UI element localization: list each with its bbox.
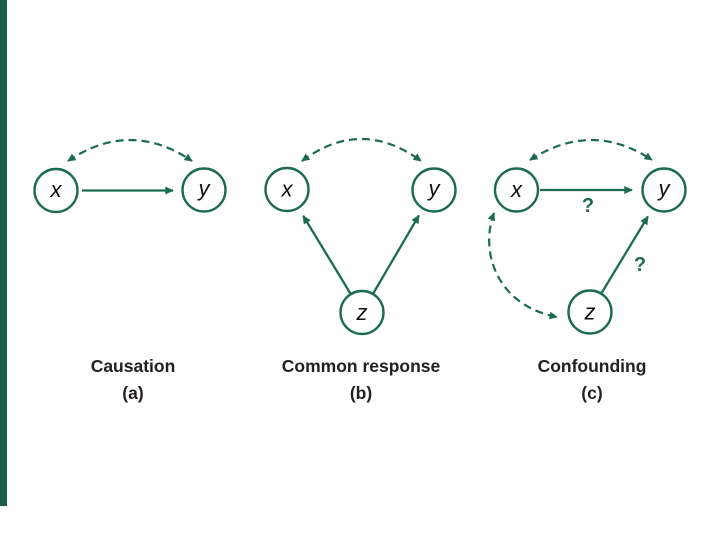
node-y-c-label: y [657, 176, 672, 201]
node-x-b [264, 166, 310, 213]
causal-arrow-z-to-x-b [302, 214, 352, 295]
node-z-b [339, 289, 385, 336]
diagram-common-response: x y z Common response (b) [264, 137, 457, 403]
node-y-b [411, 167, 457, 213]
diagram-causation: x y Causation (a) [33, 138, 227, 403]
node-z-c-label: z [584, 300, 596, 325]
caption-causation: Causation [91, 356, 176, 376]
question-mark-x-y: ? [582, 195, 594, 217]
node-x-b-label: x [281, 177, 294, 202]
node-x-a [33, 167, 79, 214]
association-arc-x-y-a [67, 138, 193, 162]
node-z-b-label: z [356, 300, 368, 325]
node-x-a-label: x [50, 177, 63, 202]
caption-letter-a: (a) [122, 383, 143, 403]
node-y-c [641, 167, 687, 213]
association-arc-x-y-c [529, 138, 653, 161]
node-y-a-label: y [197, 176, 212, 201]
node-z-c [567, 289, 613, 335]
association-arc-x-y-b [301, 137, 422, 162]
diagram-confounding: ? ? x y z Confounding (c) [487, 138, 687, 403]
left-edge-bar [0, 0, 7, 506]
association-arc-x-z-c [487, 212, 558, 320]
caption-letter-c: (c) [581, 383, 602, 403]
causal-arrow-z-to-y-c [600, 215, 649, 295]
node-x-c-label: x [510, 177, 523, 202]
caption-common-response: Common response [282, 356, 441, 376]
causal-arrow-z-to-y-b [371, 214, 420, 295]
node-x-c [493, 167, 540, 213]
caption-confounding: Confounding [538, 356, 647, 376]
node-y-a [181, 167, 227, 213]
question-mark-z-y: ? [634, 254, 646, 276]
node-y-b-label: y [427, 176, 442, 201]
caption-letter-b: (b) [350, 383, 372, 403]
